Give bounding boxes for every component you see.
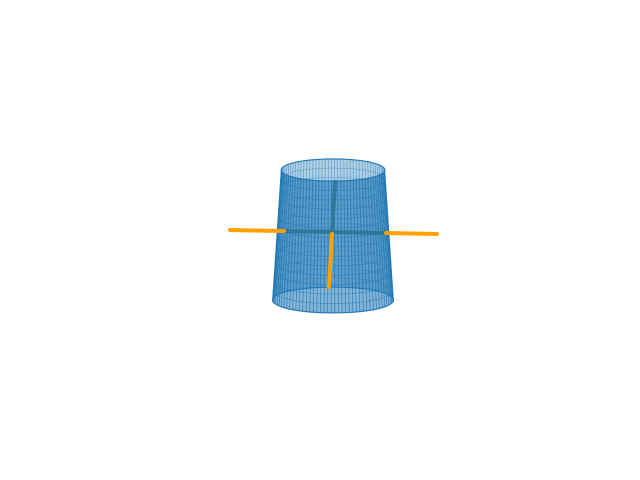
surface-ring-front bbox=[275, 253, 391, 267]
surface-ring-front bbox=[277, 216, 389, 229]
vertical-axis-lower bbox=[327, 232, 334, 289]
surface-ring-front bbox=[274, 262, 392, 276]
surface-ring-front bbox=[278, 207, 388, 219]
horizontal-axis-right bbox=[384, 231, 439, 236]
surface-bottom-rim bbox=[271, 286, 395, 314]
axes-exterior bbox=[228, 228, 439, 289]
surface-ring-back bbox=[280, 167, 386, 180]
horizontal-axis-left bbox=[228, 228, 286, 233]
surface-top-rim bbox=[280, 158, 386, 182]
surface-ring-front bbox=[279, 197, 387, 210]
surface-ring-front bbox=[279, 188, 387, 201]
surface-ring-front bbox=[272, 290, 394, 304]
surface-rims bbox=[271, 158, 395, 314]
surface-ring-front bbox=[275, 244, 391, 257]
surface-ring-front bbox=[273, 281, 393, 295]
surface-ring-front bbox=[280, 179, 386, 191]
surface-ring-front bbox=[274, 272, 392, 285]
